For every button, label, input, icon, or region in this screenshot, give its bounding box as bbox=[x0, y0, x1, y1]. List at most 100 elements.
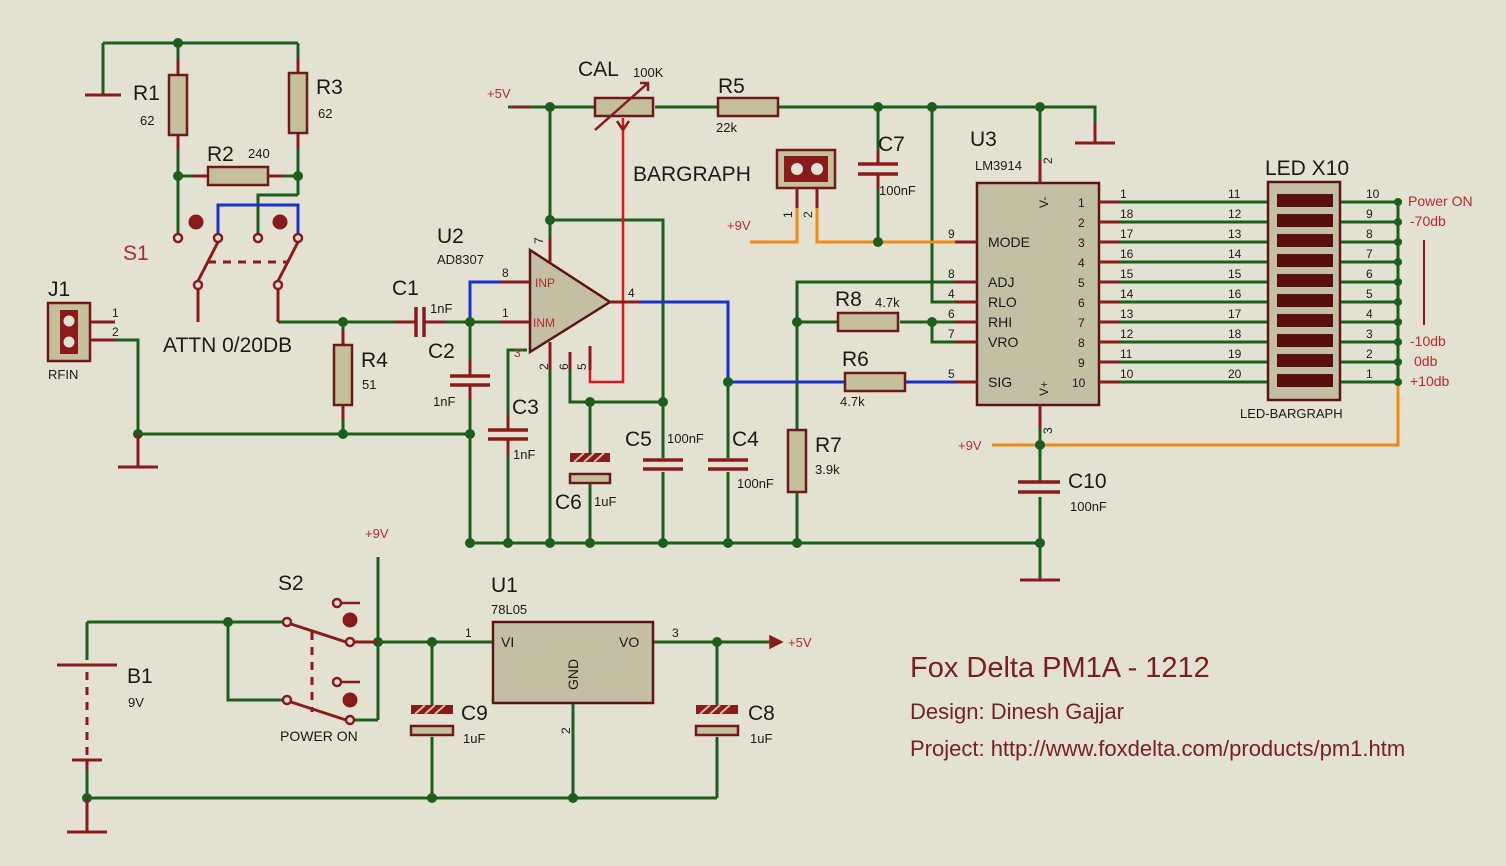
svg-text:LED X10: LED X10 bbox=[1265, 157, 1349, 180]
capacitor-c6: C6 1uF bbox=[555, 452, 616, 514]
svg-text:18: 18 bbox=[1228, 327, 1242, 341]
svg-text:Power ON: Power ON bbox=[1408, 193, 1473, 209]
svg-text:4: 4 bbox=[628, 286, 635, 300]
power-9v-wires bbox=[750, 208, 1400, 447]
ground-wires bbox=[85, 41, 1400, 800]
svg-text:1: 1 bbox=[1366, 367, 1373, 381]
svg-text:V-: V- bbox=[1037, 197, 1051, 208]
svg-text:LED-BARGRAPH: LED-BARGRAPH bbox=[1240, 406, 1343, 421]
svg-text:62: 62 bbox=[318, 106, 332, 121]
resistor-r2: R2 240 bbox=[193, 143, 283, 187]
capacitor-c1: C1 1nF bbox=[392, 277, 452, 337]
ic-u3-lm3914: U3 LM3914 MODE ADJ RLO RHI VRO SIG V- V+… bbox=[948, 128, 1134, 434]
capacitor-c10: C10 100nF bbox=[1018, 470, 1107, 514]
junction-dots bbox=[82, 38, 1402, 803]
svg-text:4.7k: 4.7k bbox=[840, 394, 865, 409]
svg-text:BARGRAPH: BARGRAPH bbox=[633, 163, 751, 186]
svg-text:11: 11 bbox=[1228, 187, 1241, 201]
svg-text:VI: VI bbox=[501, 634, 514, 650]
resistor-r6: R6 4.7k bbox=[840, 348, 907, 409]
svg-text:C5: C5 bbox=[625, 428, 652, 451]
svg-text:1: 1 bbox=[502, 306, 509, 320]
svg-text:RLO: RLO bbox=[988, 294, 1017, 310]
svg-text:C10: C10 bbox=[1068, 470, 1107, 493]
potentiometer-cal[interactable]: CAL 100K bbox=[578, 58, 664, 131]
capacitor-c7: C7 100nF bbox=[858, 133, 916, 198]
svg-text:15: 15 bbox=[1120, 267, 1134, 281]
svg-text:17: 17 bbox=[1228, 307, 1242, 321]
cal-wiper-wire bbox=[588, 118, 625, 384]
svg-text:C9: C9 bbox=[461, 702, 488, 725]
svg-text:9: 9 bbox=[1366, 207, 1373, 221]
svg-text:B1: B1 bbox=[127, 665, 153, 688]
svg-text:RHI: RHI bbox=[988, 314, 1012, 330]
svg-text:C8: C8 bbox=[748, 702, 775, 725]
svg-text:1: 1 bbox=[465, 626, 472, 640]
svg-text:16: 16 bbox=[1228, 287, 1242, 301]
svg-text:5: 5 bbox=[948, 367, 955, 381]
resistor-r5: R5 22k bbox=[716, 75, 780, 135]
svg-text:2: 2 bbox=[1041, 157, 1055, 164]
svg-text:8: 8 bbox=[948, 267, 955, 281]
net-label-5v-top: +5V bbox=[487, 86, 530, 109]
svg-text:S2: S2 bbox=[278, 572, 304, 595]
svg-text:6: 6 bbox=[948, 307, 955, 321]
svg-text:6: 6 bbox=[557, 363, 571, 370]
svg-text:3: 3 bbox=[1078, 236, 1085, 250]
svg-text:J1: J1 bbox=[48, 278, 70, 301]
net-label-9v-bargraph: +9V bbox=[727, 218, 751, 233]
svg-text:11: 11 bbox=[1120, 347, 1133, 361]
svg-text:2: 2 bbox=[1078, 216, 1085, 230]
svg-text:100nF: 100nF bbox=[879, 183, 916, 198]
svg-text:5: 5 bbox=[575, 363, 589, 370]
svg-text:5: 5 bbox=[1078, 276, 1085, 290]
svg-text:4: 4 bbox=[948, 287, 955, 301]
svg-text:13: 13 bbox=[1120, 307, 1134, 321]
svg-text:1: 1 bbox=[112, 306, 119, 320]
svg-text:+5V: +5V bbox=[788, 635, 812, 650]
svg-text:R3: R3 bbox=[316, 76, 343, 99]
svg-text:3: 3 bbox=[1041, 427, 1055, 434]
svg-text:22k: 22k bbox=[716, 120, 737, 135]
svg-text:7: 7 bbox=[948, 327, 955, 341]
svg-text:1nF: 1nF bbox=[513, 447, 535, 462]
svg-text:CAL: CAL bbox=[578, 58, 619, 81]
svg-text:17: 17 bbox=[1120, 227, 1134, 241]
svg-text:1nF: 1nF bbox=[430, 301, 452, 316]
svg-text:R7: R7 bbox=[815, 434, 842, 457]
svg-text:R1: R1 bbox=[133, 82, 160, 105]
svg-text:ADJ: ADJ bbox=[988, 274, 1014, 290]
svg-text:8: 8 bbox=[1078, 336, 1085, 350]
svg-text:-10db: -10db bbox=[1410, 333, 1446, 349]
svg-text:51: 51 bbox=[362, 377, 376, 392]
svg-text:INM: INM bbox=[533, 316, 555, 330]
svg-text:GND: GND bbox=[565, 659, 581, 690]
svg-text:R2: R2 bbox=[207, 143, 234, 166]
svg-text:1uF: 1uF bbox=[594, 494, 616, 509]
svg-text:19: 19 bbox=[1228, 347, 1242, 361]
bargraph-header: BARGRAPH 1 2 bbox=[633, 148, 837, 218]
svg-text:U3: U3 bbox=[970, 128, 997, 151]
svg-text:20: 20 bbox=[1228, 367, 1242, 381]
svg-text:5: 5 bbox=[1366, 287, 1373, 301]
switch-s1[interactable]: S1 ATTN 0/20DB bbox=[123, 214, 304, 357]
svg-text:-70db: -70db bbox=[1410, 213, 1446, 229]
svg-text:U2: U2 bbox=[437, 225, 464, 248]
led-bargraph: LED X10 LED-BARGRAPH 11 12 13 14 15 16 1… bbox=[1228, 157, 1380, 421]
db-scale-labels: Power ON -70db -10db 0db +10db bbox=[1408, 193, 1473, 389]
svg-text:7: 7 bbox=[1078, 316, 1085, 330]
svg-text:13: 13 bbox=[1228, 227, 1242, 241]
svg-text:9V: 9V bbox=[128, 695, 144, 710]
switch-s2[interactable]: S2 POWER ON bbox=[278, 572, 378, 744]
svg-text:18: 18 bbox=[1120, 207, 1134, 221]
capacitor-c3: C3 1nF bbox=[488, 396, 539, 462]
resistor-r8: R8 4.7k bbox=[835, 288, 900, 333]
capacitor-c5: C5 100nF bbox=[625, 428, 704, 471]
svg-text:+5V: +5V bbox=[487, 86, 511, 101]
svg-text:2: 2 bbox=[801, 211, 815, 218]
ground-symbols bbox=[67, 93, 1115, 834]
capacitor-c4: C4 100nF bbox=[708, 428, 774, 491]
svg-text:3: 3 bbox=[514, 346, 521, 360]
svg-text:1: 1 bbox=[1078, 196, 1085, 210]
net-label-9v-led: +9V bbox=[958, 438, 982, 453]
